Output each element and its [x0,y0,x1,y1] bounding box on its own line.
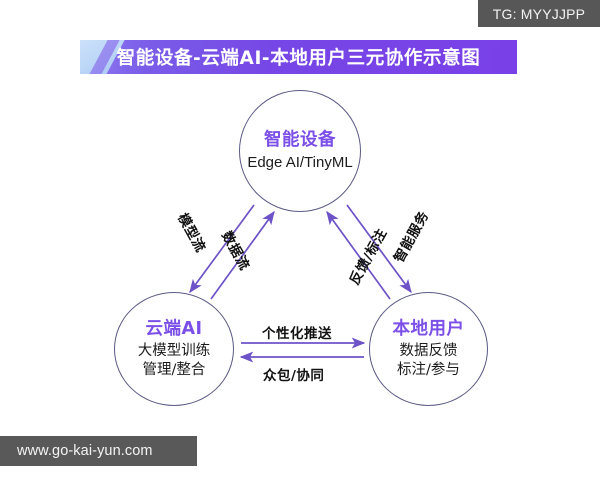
edge-smart-service [346,204,412,294]
website-watermark: www.go-kai-yun.com [0,436,197,466]
edge-model-flow [189,204,255,294]
node-cloud-ai-subtitle-1: 大模型训练 [137,343,211,360]
node-local-user-subtitle-2: 标注/参与 [397,361,460,378]
edge-feedback-annotation [326,210,391,300]
node-cloud-ai[interactable]: 云端AI 大模型训练 管理/整合 [114,292,234,406]
node-local-user-subtitle-1: 数据反馈 [399,343,458,360]
node-smart-device-subtitle: Edge AI/TinyML [247,153,353,171]
telegram-watermark: TG: MYYJJPP [478,0,600,27]
edge-label-crowdsource-collab: 众包/协同 [263,368,325,384]
page-title: 智能设备-云端AI-本地用户三元协作示意图 [116,48,481,69]
title-banner: 智能设备-云端AI-本地用户三元协作示意图 [80,40,517,74]
node-local-user[interactable]: 本地用户 数据反馈 标注/参与 [369,292,488,406]
node-smart-device-title: 智能设备 [264,129,336,150]
edge-label-personalized-push: 个性化推送 [262,326,332,342]
node-cloud-ai-title: 云端AI [145,318,203,339]
node-local-user-title: 本地用户 [392,318,465,339]
node-smart-device[interactable]: 智能设备 Edge AI/TinyML [239,90,361,212]
node-cloud-ai-subtitle-2: 管理/整合 [142,361,206,378]
edge-data-flow [210,210,275,300]
